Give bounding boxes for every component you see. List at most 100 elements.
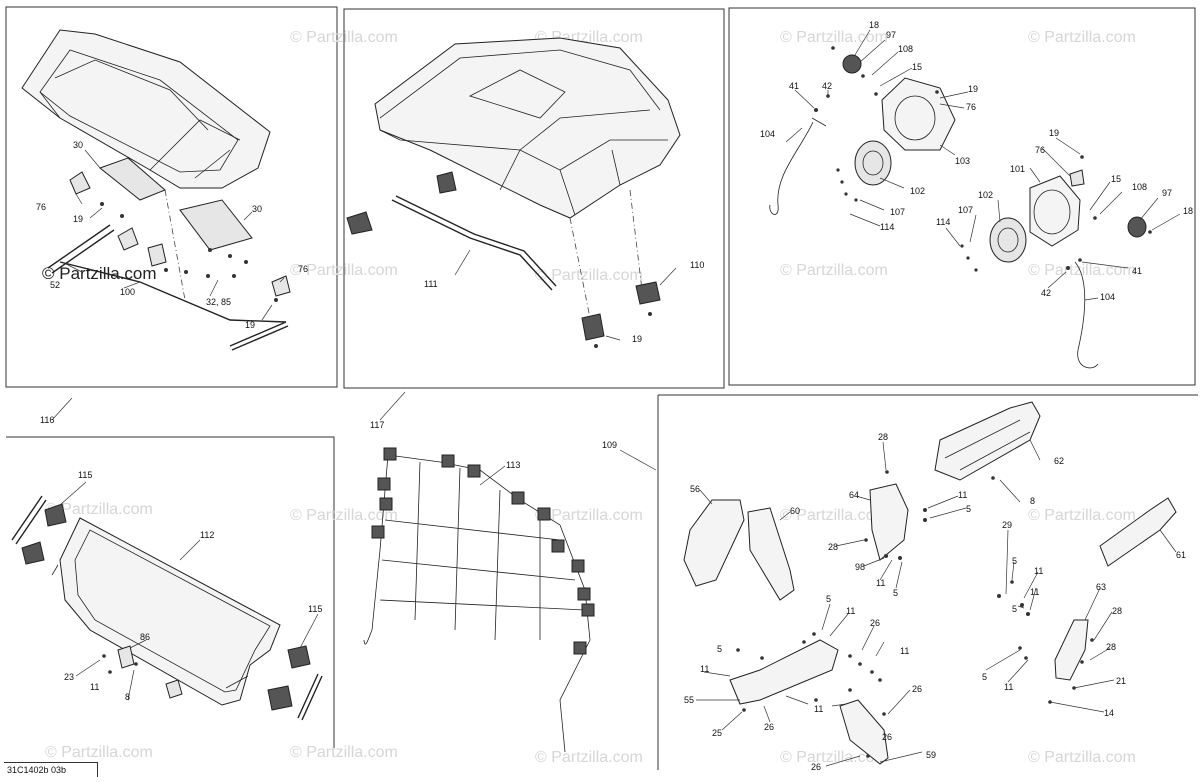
pillar-59 xyxy=(839,699,889,765)
panel-a-drawing: 30 76 19 30 52 100 32, 85 76 19 116 xyxy=(21,29,308,425)
label-a-7: 32, 85 xyxy=(206,297,231,307)
panel-e-drawing: 113 109 xyxy=(363,440,657,753)
label-c-9: 104 xyxy=(760,129,775,139)
panel-b-frame xyxy=(343,8,725,389)
watermark-prominent: © Partzilla.com xyxy=(42,264,157,283)
seal-rod-left xyxy=(11,495,47,545)
speaker-102-left xyxy=(854,140,892,186)
grommet-left xyxy=(21,541,45,565)
label-f-18: 11 xyxy=(1030,587,1039,597)
watermark-12: © Partzilla.com xyxy=(780,507,888,524)
watermark-17: © Partzilla.com xyxy=(780,749,888,766)
label-f-37: 59 xyxy=(926,750,936,760)
label-c-1: 18 xyxy=(869,20,879,30)
label-a-1: 30 xyxy=(73,140,83,150)
roof-inset xyxy=(468,69,566,119)
seal-strip-111 xyxy=(391,195,557,291)
label-f-14: 61 xyxy=(1176,550,1186,560)
label-c-24: 41 xyxy=(1132,266,1142,276)
label-d-1: 115 xyxy=(78,470,92,480)
watermark-1: © Partzilla.com xyxy=(290,29,398,46)
speaker-housing-103 xyxy=(881,77,956,151)
watermark-18: © Partzilla.com xyxy=(1028,749,1136,766)
label-f-23: 28 xyxy=(1112,606,1122,616)
pad-small xyxy=(436,171,457,194)
label-f-15: 5 xyxy=(1012,556,1017,566)
label-a-9: 19 xyxy=(245,320,255,330)
label-a-4: 30 xyxy=(252,204,262,214)
pillar-56 xyxy=(683,499,745,587)
label-c-12: 107 xyxy=(890,207,905,217)
label-a-10: 116 xyxy=(40,415,54,425)
label-d-7: 8 xyxy=(125,692,130,702)
label-c-25: 42 xyxy=(1041,288,1051,298)
label-f-27: 11 xyxy=(900,646,909,656)
label-c-19: 97 xyxy=(1162,188,1172,198)
panel-d-frame xyxy=(6,436,335,748)
label-f-29: 55 xyxy=(684,695,694,705)
label-c-8: 76 xyxy=(966,102,976,112)
label-a-6: 100 xyxy=(120,287,135,297)
panel-f-drawing: 28 62 56 60 64 11 5 8 28 98 11 5 29 61 5… xyxy=(683,401,1186,772)
clip-d xyxy=(165,679,183,699)
label-c-26: 104 xyxy=(1100,292,1115,302)
label-f-38: 26 xyxy=(811,762,821,772)
panel-d-drawing: 115 112 115 86 23 11 8 xyxy=(11,470,323,721)
label-c-23: 114 xyxy=(936,217,950,227)
label-d-2: 112 xyxy=(200,530,214,540)
label-f-4: 60 xyxy=(790,506,800,516)
label-c-18: 108 xyxy=(1132,182,1147,192)
diagram-code: 31C1402b 03b xyxy=(4,762,98,777)
label-a-3: 19 xyxy=(73,214,83,224)
panel-62 xyxy=(934,401,1041,481)
grommet-115-top xyxy=(44,503,67,527)
latch-86 xyxy=(117,645,135,669)
watermark-11: © Partzilla.com xyxy=(535,507,643,524)
bracket-76-right xyxy=(271,275,291,297)
label-f-3: 56 xyxy=(690,484,700,494)
watermark-4: © Partzilla.com xyxy=(1028,29,1136,46)
bracket-76-left xyxy=(69,171,91,195)
label-f-24: 28 xyxy=(1106,642,1116,652)
watermark-7: © Partzilla.com xyxy=(780,262,888,279)
label-c-5: 41 xyxy=(789,81,799,91)
watermark-14: © Partzilla.com xyxy=(45,744,153,761)
label-f-5: 64 xyxy=(849,490,859,500)
label-f-17: 5 xyxy=(1012,604,1017,614)
speaker-102-right xyxy=(989,217,1027,263)
label-c-21: 102 xyxy=(978,190,993,200)
label-f-12: 5 xyxy=(893,588,898,598)
clip xyxy=(147,243,167,267)
label-c-2: 97 xyxy=(886,30,896,40)
panel-c-drawing: 18 97 108 15 41 42 19 76 104 103 102 107… xyxy=(760,20,1193,369)
label-b-3: 19 xyxy=(632,334,642,344)
wire-104-left xyxy=(769,121,814,215)
grommet-bottom xyxy=(267,685,293,711)
label-b-4: 117 xyxy=(370,420,384,430)
seal-rod-right xyxy=(297,673,323,721)
label-c-16: 101 xyxy=(1010,164,1025,174)
label-a-8: 76 xyxy=(298,264,308,274)
label-c-17: 15 xyxy=(1111,174,1121,184)
rail-left xyxy=(47,224,115,274)
label-b-1: 111 xyxy=(424,279,438,289)
label-f-6: 11 xyxy=(958,490,967,500)
label-c-7: 19 xyxy=(968,84,978,94)
label-f-39: 5 xyxy=(717,644,722,654)
label-a-5: 52 xyxy=(50,280,60,290)
label-f-28: 21 xyxy=(1116,676,1126,686)
label-e-1: 113 xyxy=(506,460,520,470)
watermark-16: © Partzilla.com xyxy=(535,749,643,766)
watermark-6: © Partzilla.com xyxy=(535,267,643,284)
speaker-housing-101 xyxy=(1029,175,1081,247)
label-c-13: 114 xyxy=(880,222,894,232)
label-d-3: 115 xyxy=(308,604,322,614)
net-clip xyxy=(383,447,397,461)
wire-104-right xyxy=(1074,261,1099,369)
pillar-63 xyxy=(1054,619,1089,681)
label-f-35: 11 xyxy=(814,704,823,714)
label-f-9: 28 xyxy=(828,542,838,552)
label-d-4: 86 xyxy=(140,632,150,642)
label-f-31: 26 xyxy=(764,722,774,732)
bracket xyxy=(117,227,139,251)
